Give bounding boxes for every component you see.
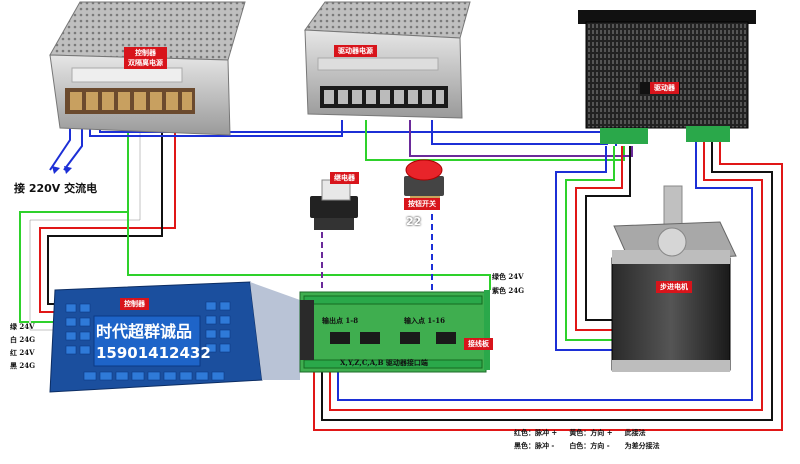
- controller-label: 控制器: [120, 298, 149, 310]
- ac-input-label: 接 220V 交流电: [14, 182, 98, 195]
- mark-22: 22: [406, 215, 422, 228]
- power-legend-right: 绿色 24V 紫色 24G: [492, 272, 524, 296]
- controller-psu-label: 控制器 双隔离电源: [124, 47, 167, 69]
- controller-unit: [49, 281, 300, 393]
- button-switch-label: 按钮开关: [404, 198, 440, 210]
- overlay-text-name: 时代超群诚品: [96, 322, 193, 341]
- driver-power-supply: [304, 1, 471, 119]
- relay: [310, 179, 358, 230]
- stepper-driver: [578, 10, 756, 144]
- watermark-overlay: 时代超群诚品 15901412432: [96, 318, 211, 362]
- legend-black: 黑 24G: [10, 361, 36, 370]
- output-points-label: 输出点 1-8: [322, 316, 359, 325]
- stepper-motor: [611, 185, 737, 372]
- wire-legend-note-2: 为差分接法: [624, 441, 660, 450]
- legend-white: 白 24G: [10, 335, 36, 344]
- wire-legend-black: 黑色：脉冲 -: [514, 441, 555, 450]
- input-points-label: 输入点 1-16: [404, 316, 445, 325]
- driver-label: 驱动器: [650, 82, 679, 94]
- legend-green: 绿 24V: [10, 322, 35, 331]
- wire-legend-white: 白色：方向 -: [569, 441, 610, 450]
- wire-legend-red: 红色：脉冲 +: [514, 428, 558, 437]
- wire-legend: 红色：脉冲 + 黑色：脉冲 - 黄色：方向 + 白色：方向 - 此接法 为差分接…: [514, 428, 660, 451]
- legend-green-24v: 绿色 24V: [492, 272, 524, 281]
- legend-red: 红 24V: [10, 348, 35, 357]
- overlay-text-phone: 15901412432: [96, 344, 211, 362]
- stepper-motor-label: 步进电机: [656, 281, 692, 293]
- adapter-board: [299, 290, 490, 373]
- adapter-board-label: 接线板: [464, 338, 493, 350]
- relay-label: 继电器: [330, 172, 359, 184]
- controller-power-supply: [49, 1, 246, 136]
- wire-legend-note-1: 此接法: [624, 428, 646, 437]
- legend-purple-24g: 紫色 24G: [492, 286, 525, 295]
- driver-psu-label: 驱动器电源: [334, 45, 377, 57]
- driver-port-label: X,Y,Z,C,A,B 驱动器接口端: [340, 358, 428, 367]
- power-legend-left: 绿 24V 白 24G 红 24V 黑 24G: [10, 322, 35, 371]
- wire-legend-yellow: 黄色：方向 +: [569, 428, 613, 437]
